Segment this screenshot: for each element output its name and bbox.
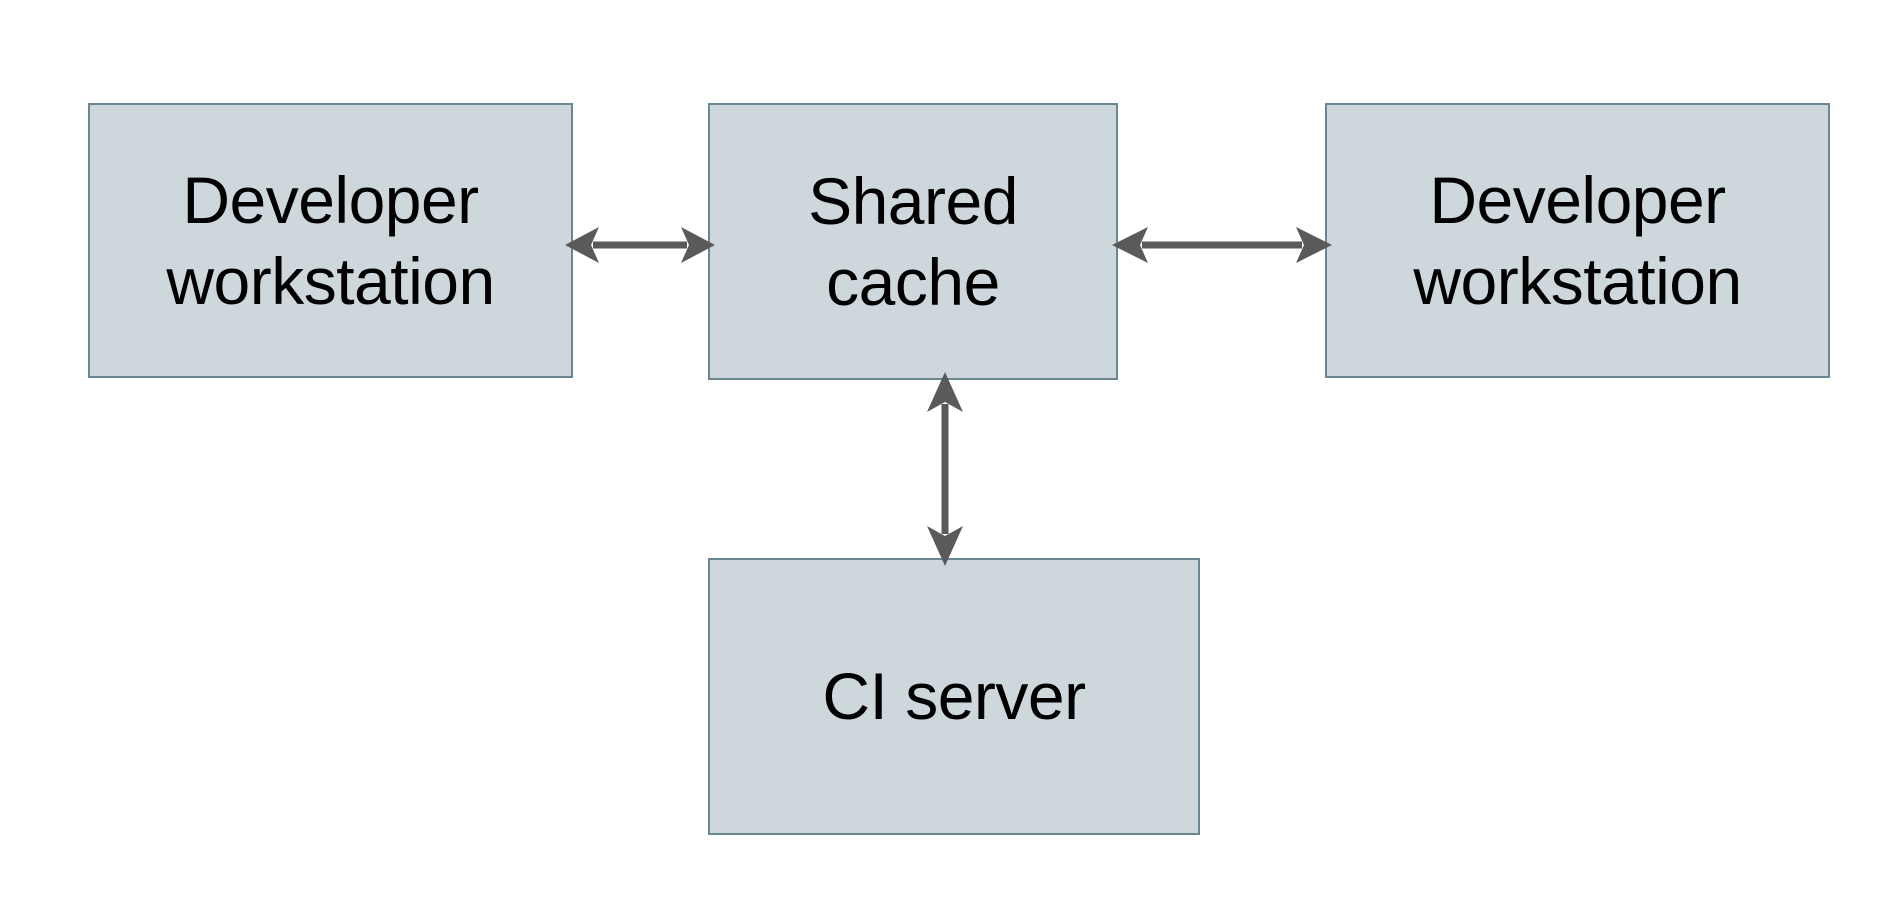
node-ci-server[interactable]: CI server — [708, 558, 1200, 835]
node-developer-workstation-right[interactable]: Developer workstation — [1325, 103, 1830, 378]
arrowhead-left-icon — [1112, 227, 1148, 263]
node-shared-cache[interactable]: Shared cache — [708, 103, 1118, 380]
edge-shared-cache-to-developer-right[interactable] — [1112, 205, 1332, 285]
node-label: Shared cache — [808, 163, 1018, 319]
arrowhead-right-icon — [681, 227, 715, 263]
arrowhead-down-icon — [927, 526, 963, 566]
node-label: Developer workstation — [1413, 162, 1742, 318]
node-label: CI server — [822, 659, 1086, 734]
edge-shared-cache-to-ci-server[interactable] — [905, 372, 985, 566]
node-label: Developer workstation — [166, 162, 495, 318]
arrowhead-up-icon — [927, 372, 963, 412]
edge-developer-left-to-shared-cache[interactable] — [565, 205, 715, 285]
arrowhead-left-icon — [565, 227, 599, 263]
node-developer-workstation-left[interactable]: Developer workstation — [88, 103, 573, 378]
arrowhead-right-icon — [1296, 227, 1332, 263]
